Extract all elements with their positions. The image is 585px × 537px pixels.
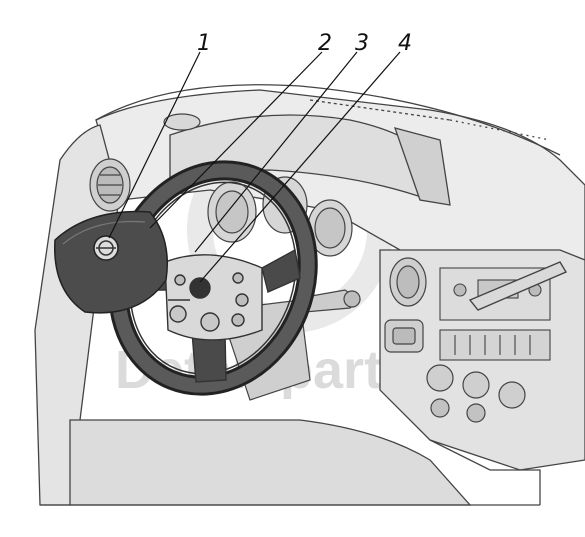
center-vent <box>384 257 427 353</box>
horn-switch-pad <box>164 254 263 341</box>
climate-controls <box>426 364 526 423</box>
callout-2: 2 <box>318 31 332 56</box>
airbag-module <box>54 210 169 314</box>
left-air-vent <box>89 158 131 212</box>
callout-1: 1 <box>197 31 211 56</box>
dash-recess <box>163 113 201 131</box>
callout-3: 3 <box>355 31 369 56</box>
shift-lever <box>468 261 568 311</box>
callout-labels: 1 2 3 4 <box>197 31 412 56</box>
leader-lines <box>108 51 401 283</box>
callout-4: 4 <box>398 31 412 56</box>
